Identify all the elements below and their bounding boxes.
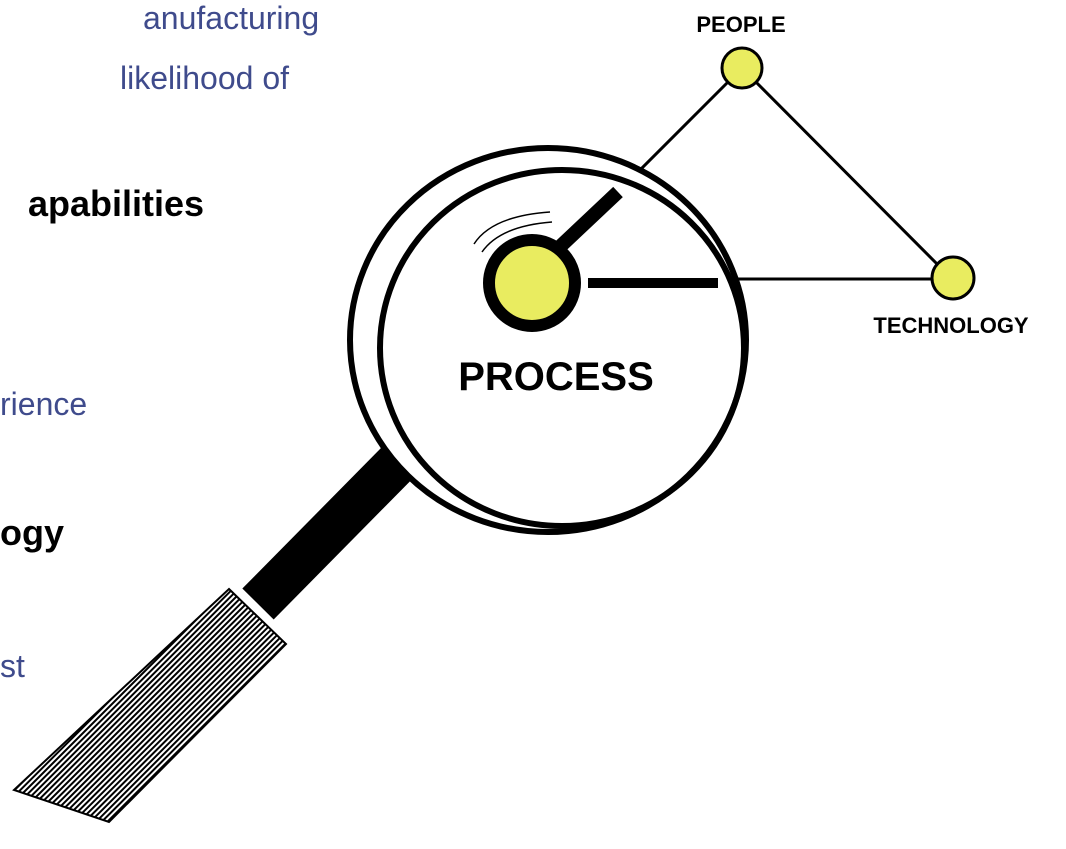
- edge-people-technology: [740, 66, 952, 279]
- magnifier-lens: [347, 145, 749, 535]
- text-fragment-manufacturing: anufacturing: [143, 0, 320, 36]
- magnifier-handle: [12, 436, 424, 824]
- text-fragment-likelihood: likelihood of: [120, 60, 289, 96]
- heading-fragment-capabilities: apabilities: [28, 183, 205, 224]
- people-label: PEOPLE: [696, 12, 785, 37]
- handle-grip: [12, 587, 288, 824]
- heading-fragment-technology: ogy: [0, 512, 65, 553]
- technology-label: TECHNOLOGY: [873, 313, 1029, 338]
- lens-ring-inner: [377, 167, 747, 529]
- nodes: [483, 46, 976, 332]
- people-node: [720, 46, 764, 90]
- text-fragment-st: st: [0, 648, 25, 684]
- lens-glint: [473, 211, 553, 253]
- glint-arc-2: [481, 221, 553, 253]
- process-node: [483, 234, 581, 332]
- text-fragment-experience: rience: [0, 386, 88, 422]
- handle-shaft: [242, 436, 424, 620]
- technology-node: [930, 255, 976, 301]
- glint-arc-1: [473, 211, 551, 245]
- process-label: PROCESS: [458, 355, 654, 399]
